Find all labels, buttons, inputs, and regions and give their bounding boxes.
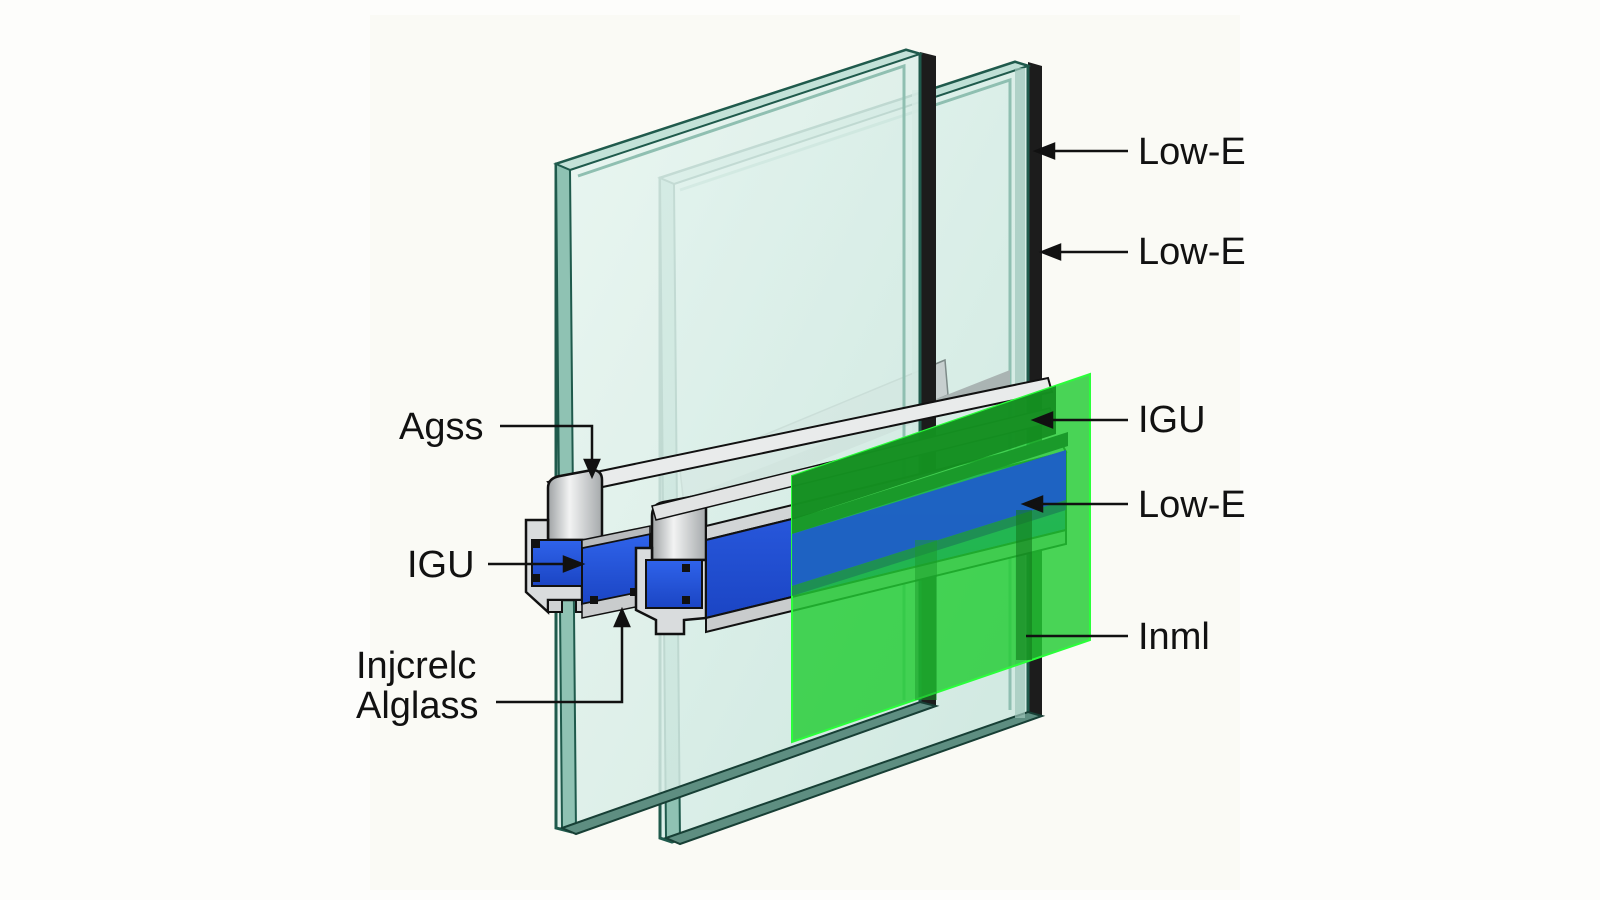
label-low-e-2: Low-E [1138,231,1246,273]
label-inml: Inml [1138,616,1210,658]
label-injcrelc-alglass: Injcrelc Alglass [356,646,479,726]
label-injcrelc-line2: Alglass [356,685,479,727]
label-igu-left: IGU [407,544,475,586]
label-injcrelc-line1: Injcrelc [356,645,477,687]
desiccant-channel-right-end [645,559,703,609]
green-highlight-panel [791,372,1091,744]
label-low-e-1: Low-E [1138,131,1246,173]
label-igu-right: IGU [1138,399,1206,441]
label-agss: Agss [399,406,484,448]
leader-lines [488,142,1128,704]
label-low-e-3: Low-E [1138,484,1246,526]
